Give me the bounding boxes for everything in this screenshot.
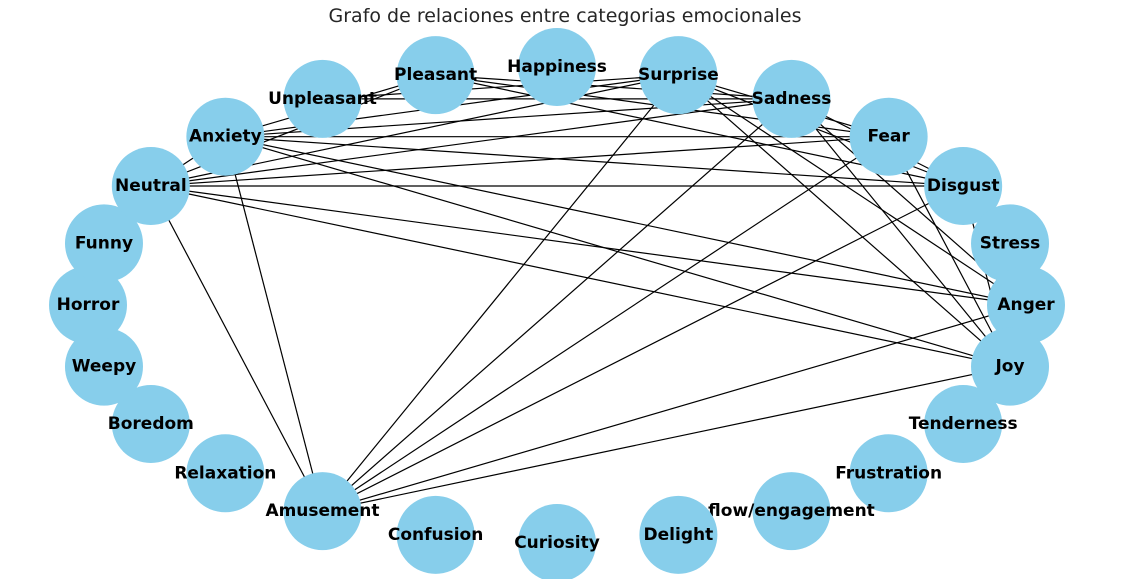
- node-circle: [752, 472, 831, 551]
- node-label: Surprise: [638, 65, 719, 85]
- node-frustration: Frustration: [835, 434, 942, 513]
- node-circle: [283, 59, 362, 138]
- nodes-layer: Happiness SurpriseSadnessFearDisgustStres…: [49, 28, 1065, 579]
- node-boredom: Boredom: [108, 385, 194, 463]
- edge-fear-amusement: [322, 136, 889, 512]
- edge-disgust-amusement: [322, 185, 964, 512]
- edge-surprise-anger: [678, 74, 1027, 306]
- node-label: flow/engagement: [708, 501, 875, 521]
- node-neutral: Neutral: [111, 147, 190, 225]
- node-unpleasant: Unpleasant: [268, 59, 377, 138]
- edge-anxiety-anger: [225, 136, 1027, 306]
- node-relaxation: Relaxation: [174, 434, 276, 513]
- node-anxiety: Anxiety: [186, 97, 265, 176]
- node-anger: Anger: [987, 266, 1065, 344]
- edge-anxiety-amusement: [224, 136, 324, 512]
- node-circle: [849, 97, 928, 176]
- node-label: Horror: [57, 295, 120, 315]
- node-label: Fear: [867, 127, 910, 147]
- node-label: Stress: [980, 233, 1041, 253]
- edge-surprise-unpleasant: [322, 74, 679, 100]
- node-circle: [283, 472, 362, 551]
- node-stress: Stress: [971, 204, 1050, 283]
- node-fear: Fear: [849, 97, 928, 176]
- node-label: Pleasant: [394, 65, 477, 85]
- node-circle: [49, 266, 127, 344]
- node-label: Relaxation: [174, 463, 276, 483]
- node-label: Anger: [997, 295, 1055, 315]
- node-circle: [396, 495, 475, 574]
- node-label: Amusement: [265, 501, 379, 521]
- node-pleasant: Pleasant: [394, 36, 477, 115]
- node-label: Joy: [994, 357, 1024, 377]
- node-curiosity: Curiosity: [514, 504, 600, 579]
- edge-fear-joy: [888, 136, 1011, 367]
- edge-neutral-anger: [150, 185, 1027, 306]
- node-label: Weepy: [72, 357, 136, 377]
- node-horror: Horror: [49, 266, 127, 344]
- node-circle: [186, 434, 265, 513]
- edge-anxiety-joy: [225, 136, 1011, 368]
- edge-neutral-amusement: [150, 185, 324, 512]
- node-label: Unpleasant: [268, 89, 377, 109]
- node-circle: [639, 36, 718, 115]
- node-label: Happiness: [507, 57, 607, 77]
- node-label: Curiosity: [514, 533, 600, 553]
- node-sadness: Sadness: [752, 59, 832, 138]
- node-funny: Funny: [64, 204, 143, 283]
- node-label: Sadness: [752, 89, 832, 109]
- node-circle: [971, 327, 1050, 406]
- node-surprise: Surprise: [638, 36, 719, 115]
- node-circle: [186, 97, 265, 176]
- edge-pleasant-neutral: [150, 74, 436, 187]
- edge-sadness-joy: [791, 98, 1011, 367]
- node-label: Anxiety: [189, 127, 262, 147]
- edge-surprise-disgust: [678, 74, 964, 187]
- node-circle: [518, 504, 596, 579]
- node-label: Delight: [644, 525, 714, 545]
- node-circle: [64, 204, 143, 283]
- edge-neutral-joy: [150, 185, 1011, 368]
- edge-anxiety-disgust: [225, 136, 964, 187]
- node-circle: [849, 434, 928, 513]
- node-circle: [64, 327, 143, 406]
- node-circle: [987, 266, 1065, 344]
- edge-fear-neutral: [150, 136, 889, 187]
- edge-surprise-amusement: [322, 74, 679, 512]
- edge-sadness-amusement: [322, 98, 792, 512]
- node-label: Neutral: [115, 176, 187, 196]
- graph-title: Grafo de relaciones entre categorias emo…: [329, 5, 802, 27]
- edge-joy-amusement: [322, 366, 1011, 512]
- edge-anger-amusement: [322, 304, 1027, 512]
- node-delight: Delight: [639, 495, 718, 574]
- node-label: Boredom: [108, 414, 194, 434]
- edge-surprise-joy: [677, 74, 1011, 368]
- node-circle: [111, 147, 190, 225]
- node-tenderness: Tenderness: [909, 385, 1018, 463]
- node-circle: [971, 204, 1050, 283]
- node-label: Funny: [75, 233, 133, 253]
- node-circle: [924, 385, 1003, 463]
- node-label: Frustration: [835, 463, 942, 483]
- node-label: Disgust: [927, 176, 1000, 196]
- node-circle: [111, 385, 190, 463]
- node-confusion: Confusion: [388, 495, 483, 574]
- node-joy: Joy: [971, 327, 1050, 406]
- node-amusement: Amusement: [265, 472, 380, 551]
- node-circle: [924, 147, 1003, 225]
- node-weepy: Weepy: [64, 327, 143, 406]
- node-label: Confusion: [388, 525, 483, 545]
- node-circle: [518, 28, 596, 106]
- node-circle: [396, 36, 475, 115]
- node-disgust: Disgust: [924, 147, 1003, 225]
- node-happiness: Happiness: [507, 28, 607, 106]
- node-circle: [752, 59, 831, 138]
- node-label: Tenderness: [909, 414, 1018, 434]
- edge-pleasant-sadness: [435, 74, 792, 100]
- node-flow-engagement: flow/engagement: [708, 472, 875, 551]
- node-circle: [639, 495, 718, 574]
